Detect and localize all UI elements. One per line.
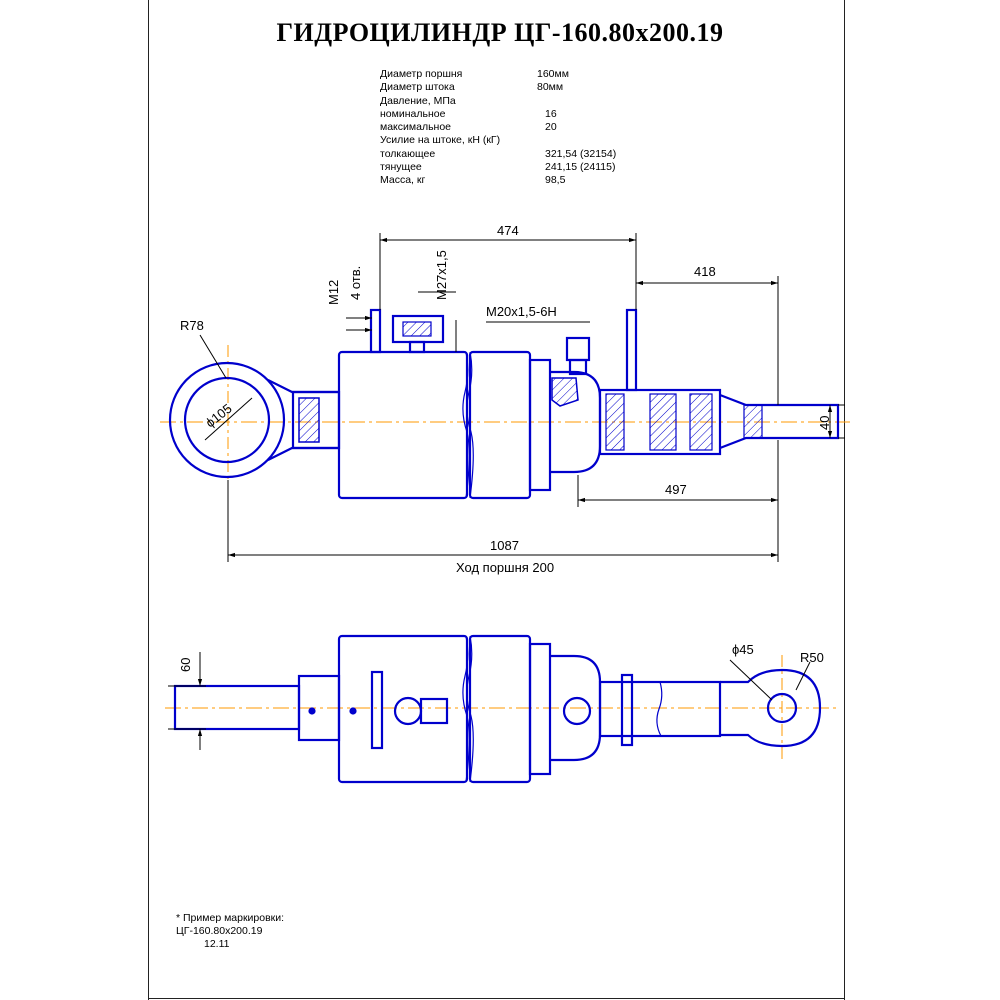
radius-r78: R78 [180,318,204,333]
rod-section [598,388,722,456]
spec-labels: Диаметр поршня Диаметр штока Давление, М… [380,68,500,188]
spec-label: Диаметр штока [380,81,455,94]
marking-example: * Пример маркировки: ЦГ-160.80х200.19 12… [176,912,284,951]
spec-label: толкающее [380,147,436,160]
dia-105: ϕ105 [203,401,235,431]
cylinder-body-right [468,350,532,500]
spec-label: Масса, кг [380,174,426,187]
spec-value: 160мм [537,68,569,80]
spec-label: максимальное [380,121,452,134]
spec-value: 80мм [537,81,564,94]
cylinder-body-left [337,350,469,500]
note-line: ЦГ-160.80х200.19 [176,925,263,937]
dim-418: 418 [694,264,716,279]
port-m20 [565,336,591,362]
bottom-dimension-labels: 60 ϕ45 R50 [178,642,824,672]
dim-60: 60 [178,658,193,672]
dim-497: 497 [665,482,687,497]
holes-count: 4 отв. [348,266,363,300]
bottom-dimensions [168,652,811,750]
spec-value: 98,5 [545,174,566,187]
spec-values: 160мм 80мм 16 20 321,54 (32154) 241,15 (… [537,68,616,188]
dia-45: ϕ45 [732,642,754,657]
note-line: 12.11 [204,938,230,950]
radius-r50: R50 [800,650,824,665]
rod-eye-outer [168,361,286,479]
spec-label: Давление, МПа [380,94,456,107]
spec-label: Диаметр поршня [380,68,463,80]
thread-m20: M20x1,5-6H [486,304,557,319]
top-view [160,308,850,500]
rod-end [719,393,840,450]
thread-m12: M12 [326,280,341,305]
spec-value: 20 [545,121,557,134]
drawing-frame [148,0,845,1000]
stroke-label: Ход поршня 200 [456,560,554,575]
dim-474: 474 [497,223,519,238]
spec-value: 321,54 (32154) [545,147,617,160]
frame-bottom-line [148,998,845,999]
dim-40: 40 [817,416,832,430]
rod-eye-bore [183,376,271,464]
spec-label: тянущее [380,161,422,174]
bottom-view [165,634,840,784]
bottom-body-left [337,634,469,784]
thread-m27: M27x1,5 [434,250,449,300]
drawing-title: ГИДРОЦИЛИНДР ЦГ-160.80х200.19 [276,18,724,47]
note-line: * Пример маркировки: [176,912,285,924]
spec-value: 16 [545,107,557,120]
top-dimensions [199,233,845,562]
spec-value: 241,15 (24115) [545,161,616,174]
bottom-body-right [468,634,532,784]
dim-1087: 1087 [490,538,519,553]
spec-label: номинальное [380,107,446,120]
spec-label: Усилие на штоке, кН (кГ) [380,134,501,147]
top-dimension-labels: 474 418 497 1087 Ход поршня 200 40 R78 ϕ… [180,223,832,575]
